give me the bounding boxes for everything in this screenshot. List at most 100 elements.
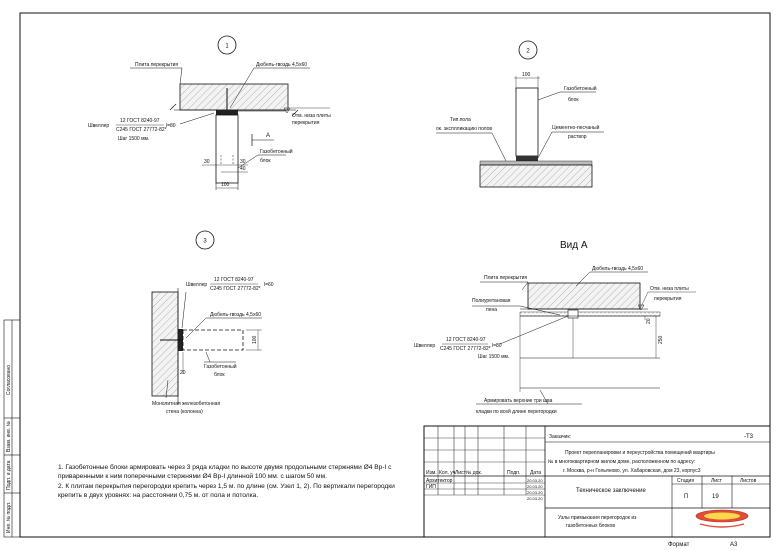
tb-header-sign: Подп.	[507, 470, 520, 476]
tb-header-list: Лист	[455, 470, 467, 476]
node-2-mortar	[516, 156, 538, 161]
node-1-channel	[216, 110, 238, 115]
node-3-channel-l4: l=60	[264, 282, 274, 288]
tb-stage-header: Стадия	[677, 478, 694, 484]
node-1-circle	[217, 35, 237, 55]
node-1-channel-l4: l=80	[166, 123, 176, 129]
node-1-step-label: Шаг 1500 мм.	[118, 136, 149, 142]
tb-stage-value: П	[684, 494, 688, 500]
tb-date-architect: 20.03.20	[527, 478, 543, 483]
node-3-anchor-label: Дюбель-гвоздь 4,5х60	[210, 312, 261, 318]
node-3-channel-l3: C245 ГОСТ 27772-82*	[210, 286, 261, 292]
node-1-dim-30b: 30	[240, 159, 246, 165]
tb-header-date: Дата	[530, 470, 541, 476]
node-3-block	[182, 329, 244, 351]
tb-sheet-title-line1: Узлы примыкания перегородок из	[558, 515, 637, 521]
node-2-block	[515, 87, 539, 157]
tb-project-line2: № в многоквартирном жилом доме, располож…	[548, 459, 695, 465]
node-1-block	[215, 114, 239, 184]
left-strip-agreed: Согласовано	[6, 365, 12, 395]
view-a-mark-line2: перекрытия	[654, 296, 682, 302]
node-1-mark-line2: перекрытия	[292, 120, 320, 126]
note-2: 2. К плитам перекрытия перегородки крепи…	[58, 482, 395, 500]
title-block	[423, 425, 771, 538]
node-3-dim-100: 100	[252, 335, 258, 344]
node-1-mark-line1: Отм. низа плиты	[292, 113, 331, 119]
node-3-number: 3	[203, 239, 207, 245]
tb-project-line3: г. Москва, р-н Гольяново, ул. Хабаровска…	[563, 468, 701, 474]
node-3: 3 Швеллер 12 ГОСТ 8240-97 C245 ГОСТ 2777…	[151, 230, 274, 415]
node-3-channel-l1: Швеллер	[186, 282, 207, 288]
view-a: Вид А Плита перекрытия Дюбель-гвоздь 4,5…	[414, 240, 696, 415]
tb-role-architect: Архитектор	[426, 478, 453, 484]
node-1-number: 1	[225, 44, 229, 50]
note-1: 1. Газобетонные блоки армировать через 3…	[58, 464, 392, 481]
tb-project-line1: Проект перепланировки и переустройства п…	[565, 449, 715, 456]
left-strip-inv-orig: Инв. № подл.	[6, 502, 12, 533]
left-strip-sign-date: Подп. и дата	[6, 460, 12, 490]
format-value: А3	[730, 542, 738, 548]
view-a-channel-l1: Швеллер	[414, 343, 435, 349]
node-2-floor-line2: ок. эксплликацию полов	[436, 126, 492, 132]
node-3-dim-20: 20	[180, 370, 186, 376]
node-1: 1 Плита перекрытия Дюбель-гвоздь 4,5х60 …	[88, 35, 331, 190]
view-a-dim-250: 250	[658, 335, 664, 344]
node-2-floor-layer	[479, 160, 593, 166]
node-2-slab	[479, 164, 593, 188]
view-a-channel-l3: C245 ГОСТ 27772-82*	[440, 346, 491, 352]
node-2-circle	[518, 40, 538, 60]
node-2-block-line2: блок	[568, 97, 579, 103]
tb-header-izm: Изм.	[426, 470, 437, 476]
view-a-mark-line1: Отм. низа плиты	[650, 286, 689, 292]
node-1-section-letter: А	[266, 133, 270, 139]
tb-date-extra-2: 20.03.20	[527, 496, 543, 501]
view-a-slab	[527, 282, 641, 310]
left-approval-strip	[3, 319, 21, 538]
node-1-slab-label: Плита перекрытия	[135, 62, 178, 68]
view-a-slab-label: Плита перекрытия	[484, 275, 527, 281]
tb-sheets-header: Листов	[740, 478, 757, 484]
node-2-number: 2	[526, 49, 530, 55]
view-a-step-label: Шаг 1500 мм.	[478, 354, 509, 360]
node-1-anchor-label: Дюбель-гвоздь 4,5х60	[256, 62, 307, 68]
node-1-channel-l3: C245 ГОСТ 27772-82*	[116, 127, 167, 133]
left-strip-inv-replace: Взам. инв. №	[6, 421, 12, 452]
format-label: Формат	[668, 542, 690, 548]
node-3-wall-line2: стена (колонна)	[166, 409, 203, 415]
view-a-channel-l2: 12 ГОСТ 8240-97	[446, 337, 486, 343]
tb-header-row: Изм. Кол. уч Лист № док. Подп. Дата	[426, 470, 541, 476]
sheet-frame	[19, 12, 771, 538]
node-3-channel-l2: 12 ГОСТ 8240-97	[214, 277, 254, 283]
view-a-rebar-line1: Армировать верхние три шва	[484, 398, 553, 404]
node-2-mortar-line1: Цементно-песчаный	[552, 124, 600, 131]
node-1-slab	[179, 83, 289, 111]
node-2-floor-line1: Тип.пола	[450, 117, 471, 123]
tb-date-gip: 20.03.20	[527, 484, 543, 489]
node-1-block-line2: блок	[260, 158, 271, 164]
tb-sheet-header: Лист	[711, 478, 723, 484]
tb-sheet-value: 19	[712, 494, 719, 500]
node-1-dim-30a: 30	[204, 159, 210, 165]
node-3-wall	[151, 291, 179, 397]
general-notes: 1. Газобетонные блоки армировать через 3…	[58, 463, 413, 501]
node-2-block-line1: Газобетонный	[564, 85, 597, 92]
node-1-dim-100: 100	[221, 182, 230, 188]
tb-code: -Т3	[744, 434, 754, 440]
view-a-foam-line2: пена	[486, 307, 497, 313]
view-a-title: Вид А	[560, 240, 588, 251]
node-2-dim-100: 100	[522, 72, 531, 78]
company-logo	[695, 509, 749, 528]
node-3-wall-line1: Монолитная железобетонная	[152, 401, 220, 407]
node-2-mortar-line2: раствор	[568, 134, 587, 140]
view-a-anchor-label: Дюбель-гвоздь 4,5х60	[592, 266, 643, 272]
view-a-dim-20: 20	[646, 318, 652, 324]
view-a-channel-l4: l=80	[492, 343, 502, 349]
tb-sheet-title-line2: газобетонных блоков	[566, 523, 615, 529]
node-3-block-line2: блок	[214, 372, 225, 378]
tb-customer-label: Заказчик:	[549, 434, 571, 440]
node-1-block-line1: Газобетонный	[260, 148, 293, 155]
node-3-circle	[195, 230, 215, 250]
tb-header-kol: Кол. уч	[439, 470, 456, 476]
